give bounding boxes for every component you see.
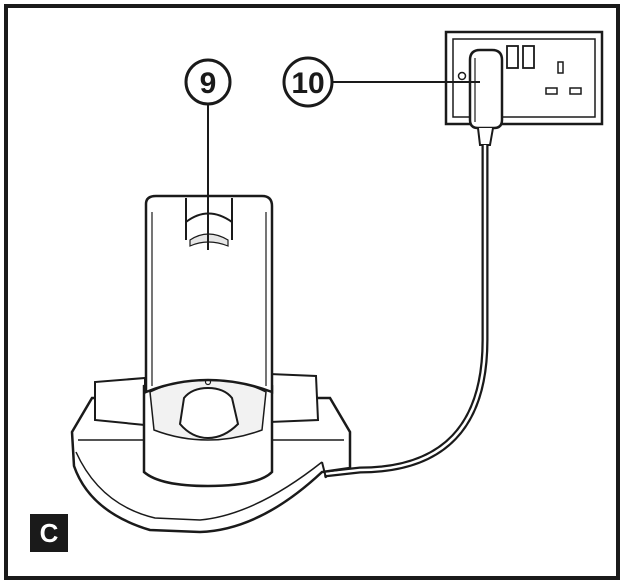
stand-right-wing	[269, 372, 320, 424]
callout-charger: 9	[184, 58, 232, 250]
callout-plug-label: 10	[291, 67, 324, 100]
callout-charger-label: 9	[200, 67, 217, 100]
socket-pin-top	[557, 61, 564, 74]
panel-badge: C	[30, 514, 68, 552]
stand-upright-inner	[151, 212, 267, 386]
stand-charging-pad	[178, 386, 240, 440]
stand-left-wing	[94, 376, 146, 427]
plug-cable-strain-relief	[477, 127, 494, 146]
callout-plug: 10	[282, 56, 480, 108]
plug-body	[468, 48, 504, 130]
socket-pin-right	[569, 87, 582, 95]
cable-core	[323, 145, 487, 476]
socket-switch-right	[522, 45, 535, 69]
callout-plug-circle	[282, 56, 334, 108]
stand-base-front-edge	[75, 451, 323, 521]
power-cable	[323, 145, 489, 478]
panel-badge-box	[30, 514, 68, 552]
stand-cable-port	[321, 461, 327, 479]
socket-pin-left	[545, 87, 558, 95]
stand-upright	[144, 194, 274, 394]
callout-charger-circle	[184, 58, 232, 106]
panel-badge-label: C	[40, 518, 59, 548]
socket-indicator	[457, 71, 467, 81]
socket-switch-left	[506, 45, 519, 69]
plug-adapter	[468, 48, 504, 146]
charging-stand	[70, 194, 352, 534]
